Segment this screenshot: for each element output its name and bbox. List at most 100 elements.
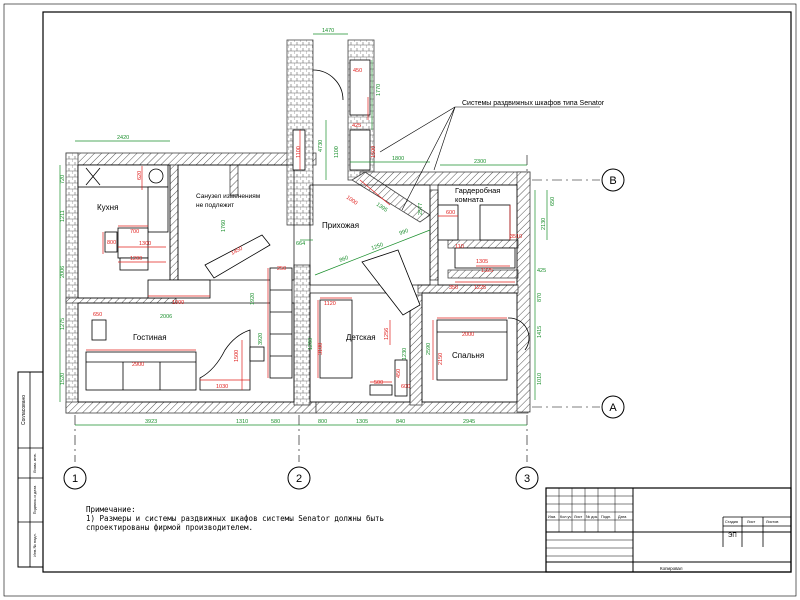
red-dimension-texts: 450 425 1100 1500 600 620 1305 3510 1325… — [93, 68, 522, 390]
bath-fixture — [204, 234, 271, 279]
dim-1100: 1100 — [334, 146, 340, 158]
dim-r1225: 1225 — [474, 285, 486, 291]
dim-4730: 4730 — [318, 140, 324, 152]
tb-listov: Листов — [766, 520, 778, 524]
dim-3923: 3923 — [145, 419, 157, 425]
dim-r1325: 1325 — [481, 268, 493, 274]
dim-r1000: 1000 — [172, 300, 184, 306]
dim-r600: 600 — [446, 210, 455, 216]
tb-kopiroval: Копировал — [660, 566, 683, 571]
tb-list: Лист — [747, 520, 756, 524]
drawing-note: Примечание: 1) Размеры и системы раздвиж… — [86, 505, 384, 532]
room-wardrobe-l2: комната — [455, 195, 484, 204]
dim-840: 840 — [396, 419, 405, 425]
room-labels: Кухня Санузел изменениям не подлежит При… — [97, 186, 500, 360]
bedroom-door — [507, 317, 530, 351]
dim-r450: 450 — [353, 68, 362, 74]
note-line-2: спроектированы фирмой производителем. — [86, 523, 254, 532]
dim-r425: 425 — [352, 123, 361, 129]
armchair — [249, 346, 265, 362]
hall-cabinet-1 — [349, 59, 371, 116]
furniture — [77, 59, 530, 397]
axis-3-label: 3 — [524, 473, 530, 485]
dim-1920: 1920 — [250, 293, 256, 305]
kids-wardrobe — [361, 249, 421, 316]
tb-podp: Подп. — [601, 515, 611, 519]
dim-r1200: 1200 — [130, 256, 142, 262]
axis-a-label: A — [609, 402, 617, 414]
dim-1395: 1395 — [375, 202, 388, 214]
title-block-texts: Изм. Кол.уч Лист № док. Подп. Дата Стади… — [548, 515, 778, 571]
side-stamp-s4: Инв.№ подл. — [32, 533, 37, 557]
coffee-table — [91, 319, 107, 341]
dim-r450-b: 450 — [396, 369, 402, 378]
dim-1800: 1800 — [392, 156, 404, 162]
dim-1250: 1250 — [371, 242, 385, 252]
dim-r2150: 2150 — [438, 353, 444, 365]
tb-stadia: Стадия — [725, 520, 738, 524]
dim-2006-b: 2006 — [160, 314, 172, 320]
dim-2420: 2420 — [117, 135, 129, 141]
dim-r1500: 1500 — [371, 146, 377, 158]
piano — [199, 329, 251, 391]
dim-2300: 2300 — [474, 159, 486, 165]
dim-425: 425 — [537, 268, 546, 274]
callout-leaders — [379, 106, 600, 211]
dim-1415: 1415 — [537, 326, 543, 338]
dim-720: 720 — [60, 175, 66, 184]
dim-1230: 1230 — [402, 348, 408, 360]
dim-580: 580 — [271, 419, 280, 425]
dim-650: 650 — [550, 197, 556, 206]
tb-data: Дата — [618, 515, 627, 519]
dim-r2900: 2900 — [132, 362, 144, 368]
hall-cabinet-2 — [349, 129, 371, 171]
dim-990: 990 — [399, 228, 410, 237]
axis-b-label: B — [609, 175, 616, 187]
tb-stadia-value: ЭП — [728, 533, 737, 539]
tb-izm: Изм. — [548, 515, 556, 519]
dim-2130: 2130 — [541, 218, 547, 230]
dim-2006: 2006 — [60, 266, 66, 278]
sofa — [85, 351, 197, 391]
dim-r1305: 1305 — [476, 259, 488, 265]
kitchen-table — [117, 227, 149, 259]
dim-3920: 3920 — [258, 333, 264, 345]
axis-1-label: 1 — [72, 473, 78, 485]
side-stamp: Согласовано Взам. инв. Подпись и дата Ин… — [17, 371, 44, 568]
double-bed — [436, 319, 508, 381]
living-wardrobe — [269, 267, 293, 379]
hall-cabinet-3 — [292, 129, 306, 171]
dim-r1030: 1030 — [216, 384, 228, 390]
axis-2-label: 2 — [296, 473, 302, 485]
dim-r800: 800 — [107, 240, 116, 246]
kids-bed — [319, 299, 353, 379]
wardrobe-system-callout: Системы раздвижных шкафов типа Senator — [462, 100, 605, 107]
dim-r1450: 1450 — [230, 246, 244, 257]
dim-r3510: 3510 — [510, 234, 522, 240]
dim-r110: 110 — [455, 244, 464, 250]
room-living: Гостиная — [133, 333, 167, 342]
wardrobe-shelf — [454, 247, 516, 269]
dim-800: 800 — [318, 419, 327, 425]
room-kitchen: Кухня — [97, 203, 118, 212]
axis-bubbles: 1 2 3 B A — [63, 168, 625, 490]
dim-1520: 1520 — [60, 373, 66, 385]
dim-r650: 650 — [93, 312, 102, 318]
tb-kol: Кол.уч — [560, 515, 571, 519]
room-bedroom: Спальня — [452, 351, 484, 360]
dim-2590: 2590 — [426, 343, 432, 355]
dim-r1100: 1100 — [296, 146, 302, 158]
kitchen-counter — [77, 164, 169, 188]
kitchen-counter-side — [147, 186, 169, 233]
dim-1305-green: 1305 — [356, 419, 368, 425]
dim-r1500-b: 1500 — [234, 350, 240, 362]
dim-r1120: 1120 — [324, 301, 336, 307]
title-block — [545, 487, 792, 573]
tb-list-h: Лист — [574, 515, 583, 519]
bathtub — [147, 279, 211, 299]
dim-1470: 1470 — [322, 28, 334, 34]
green-dimension-lines — [59, 33, 548, 426]
dim-1760: 1760 — [221, 220, 227, 232]
dim-1770: 1770 — [376, 84, 382, 96]
